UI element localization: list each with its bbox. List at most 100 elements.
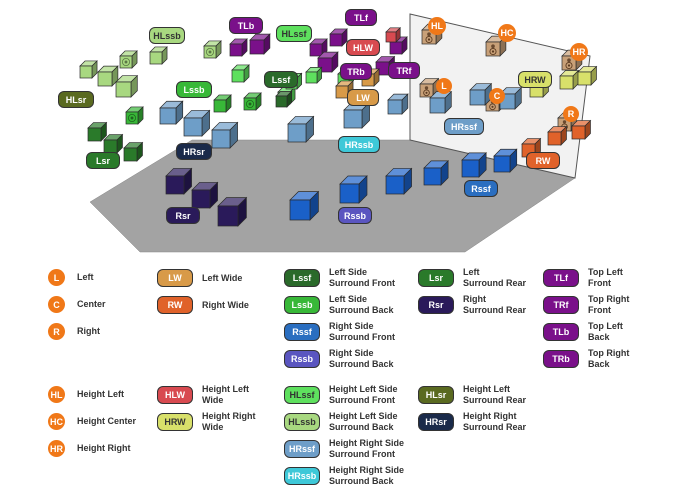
legend-text: Left (77, 272, 94, 282)
legend-text: Height Right (77, 443, 131, 453)
legend-badge-r: R (48, 323, 65, 340)
scene-label-rw: RW (526, 152, 560, 169)
scene-label-hlssf: HLssf (276, 25, 312, 42)
hrssb-cube-4 (287, 115, 315, 143)
lsr-cube-1 (87, 121, 108, 142)
hrssb-cube-3 (211, 121, 239, 149)
lssb-cube-2 (213, 94, 232, 113)
scene-label-trf: TRf (388, 62, 420, 79)
legend-badge-lsr: Lsr (418, 269, 454, 287)
legend-badge-hlssb: HLssb (284, 413, 320, 431)
scene-label-tlf: TLf (345, 9, 377, 26)
legend-badge-l: L (48, 269, 65, 286)
tlf-cube-1 (309, 38, 328, 57)
scene-label-hrssf: HRssf (444, 118, 484, 135)
hrw-cube-2 (577, 65, 598, 86)
legend-badge-lssf: Lssf (284, 269, 320, 287)
lsr-cube-3 (123, 141, 144, 162)
scene-label-l: L (436, 78, 452, 94)
legend-badge-hr: HR (48, 440, 65, 457)
legend-text: Center (77, 299, 106, 309)
rsr-cube-2 (191, 181, 219, 209)
scene-label-rsr: Rsr (166, 207, 200, 224)
rssb-cube-1 (289, 190, 320, 221)
scene-label-tlb: TLb (229, 17, 263, 34)
legend-badge-hlw: HLW (157, 386, 193, 404)
scene-label-hlsr: HLsr (58, 91, 94, 108)
legend-text: Right Wide (202, 299, 249, 310)
scene-label-lw: LW (347, 89, 379, 106)
legend-text: Right (77, 326, 100, 336)
legend-badge-hlssf: HLssf (284, 386, 320, 404)
legend-text: Left Wide (202, 272, 243, 283)
legend-badge-tlf: TLf (543, 269, 579, 287)
legend-item-hr: HR Height Right (48, 440, 131, 457)
hlssb-cube-4 (119, 50, 138, 69)
hlw-cube-1 (385, 26, 402, 43)
legend-badge-hrsr: HRsr (418, 413, 454, 431)
hrssb-cube-5 (343, 101, 371, 129)
hrssb-cube-1 (159, 100, 184, 125)
legend-badge-hc: HC (48, 413, 65, 430)
tlb-cube-1 (249, 33, 271, 55)
legend-badge-rssb: Rssb (284, 350, 320, 368)
scene-label-trb: TRb (340, 63, 372, 80)
tlf-cube-2 (329, 28, 348, 47)
speaker-layout-scene (79, 13, 598, 253)
legend-badge-trf: TRf (543, 296, 579, 314)
scene-label-lsr: Lsr (86, 152, 120, 169)
hrssb-cube-6 (387, 93, 409, 115)
scene-label-hrsr: HRsr (176, 143, 212, 160)
hlssf-cube-1 (231, 64, 250, 83)
lsr-cube-2 (103, 133, 124, 154)
rsr-cube-1 (165, 167, 193, 195)
scene-label-lssf: Lssf (264, 71, 298, 88)
rssf-cube-1 (423, 160, 449, 186)
legend-badge-rsr: Rsr (418, 296, 454, 314)
hlssf-cube-4 (305, 66, 323, 84)
hlssb-cube-6 (203, 40, 222, 59)
hlssb-cube-2 (97, 65, 119, 87)
scene-label-r: R (563, 106, 579, 122)
rssb-cube-2 (339, 175, 368, 204)
legend-badge-hrw: HRW (157, 413, 193, 431)
legend-item-lw: LW Left Wide (157, 269, 242, 287)
legend-item-r: R Right (48, 323, 100, 340)
scene-label-rssb: Rssb (338, 207, 372, 224)
legend-badge-lssb: Lssb (284, 296, 320, 314)
lssb-cube-3 (243, 92, 262, 111)
scene-label-c: C (489, 88, 505, 104)
hrssf-cube-2 (469, 82, 493, 106)
legend-text: Height Left (77, 389, 124, 399)
legend-badge-lw: LW (157, 269, 193, 287)
